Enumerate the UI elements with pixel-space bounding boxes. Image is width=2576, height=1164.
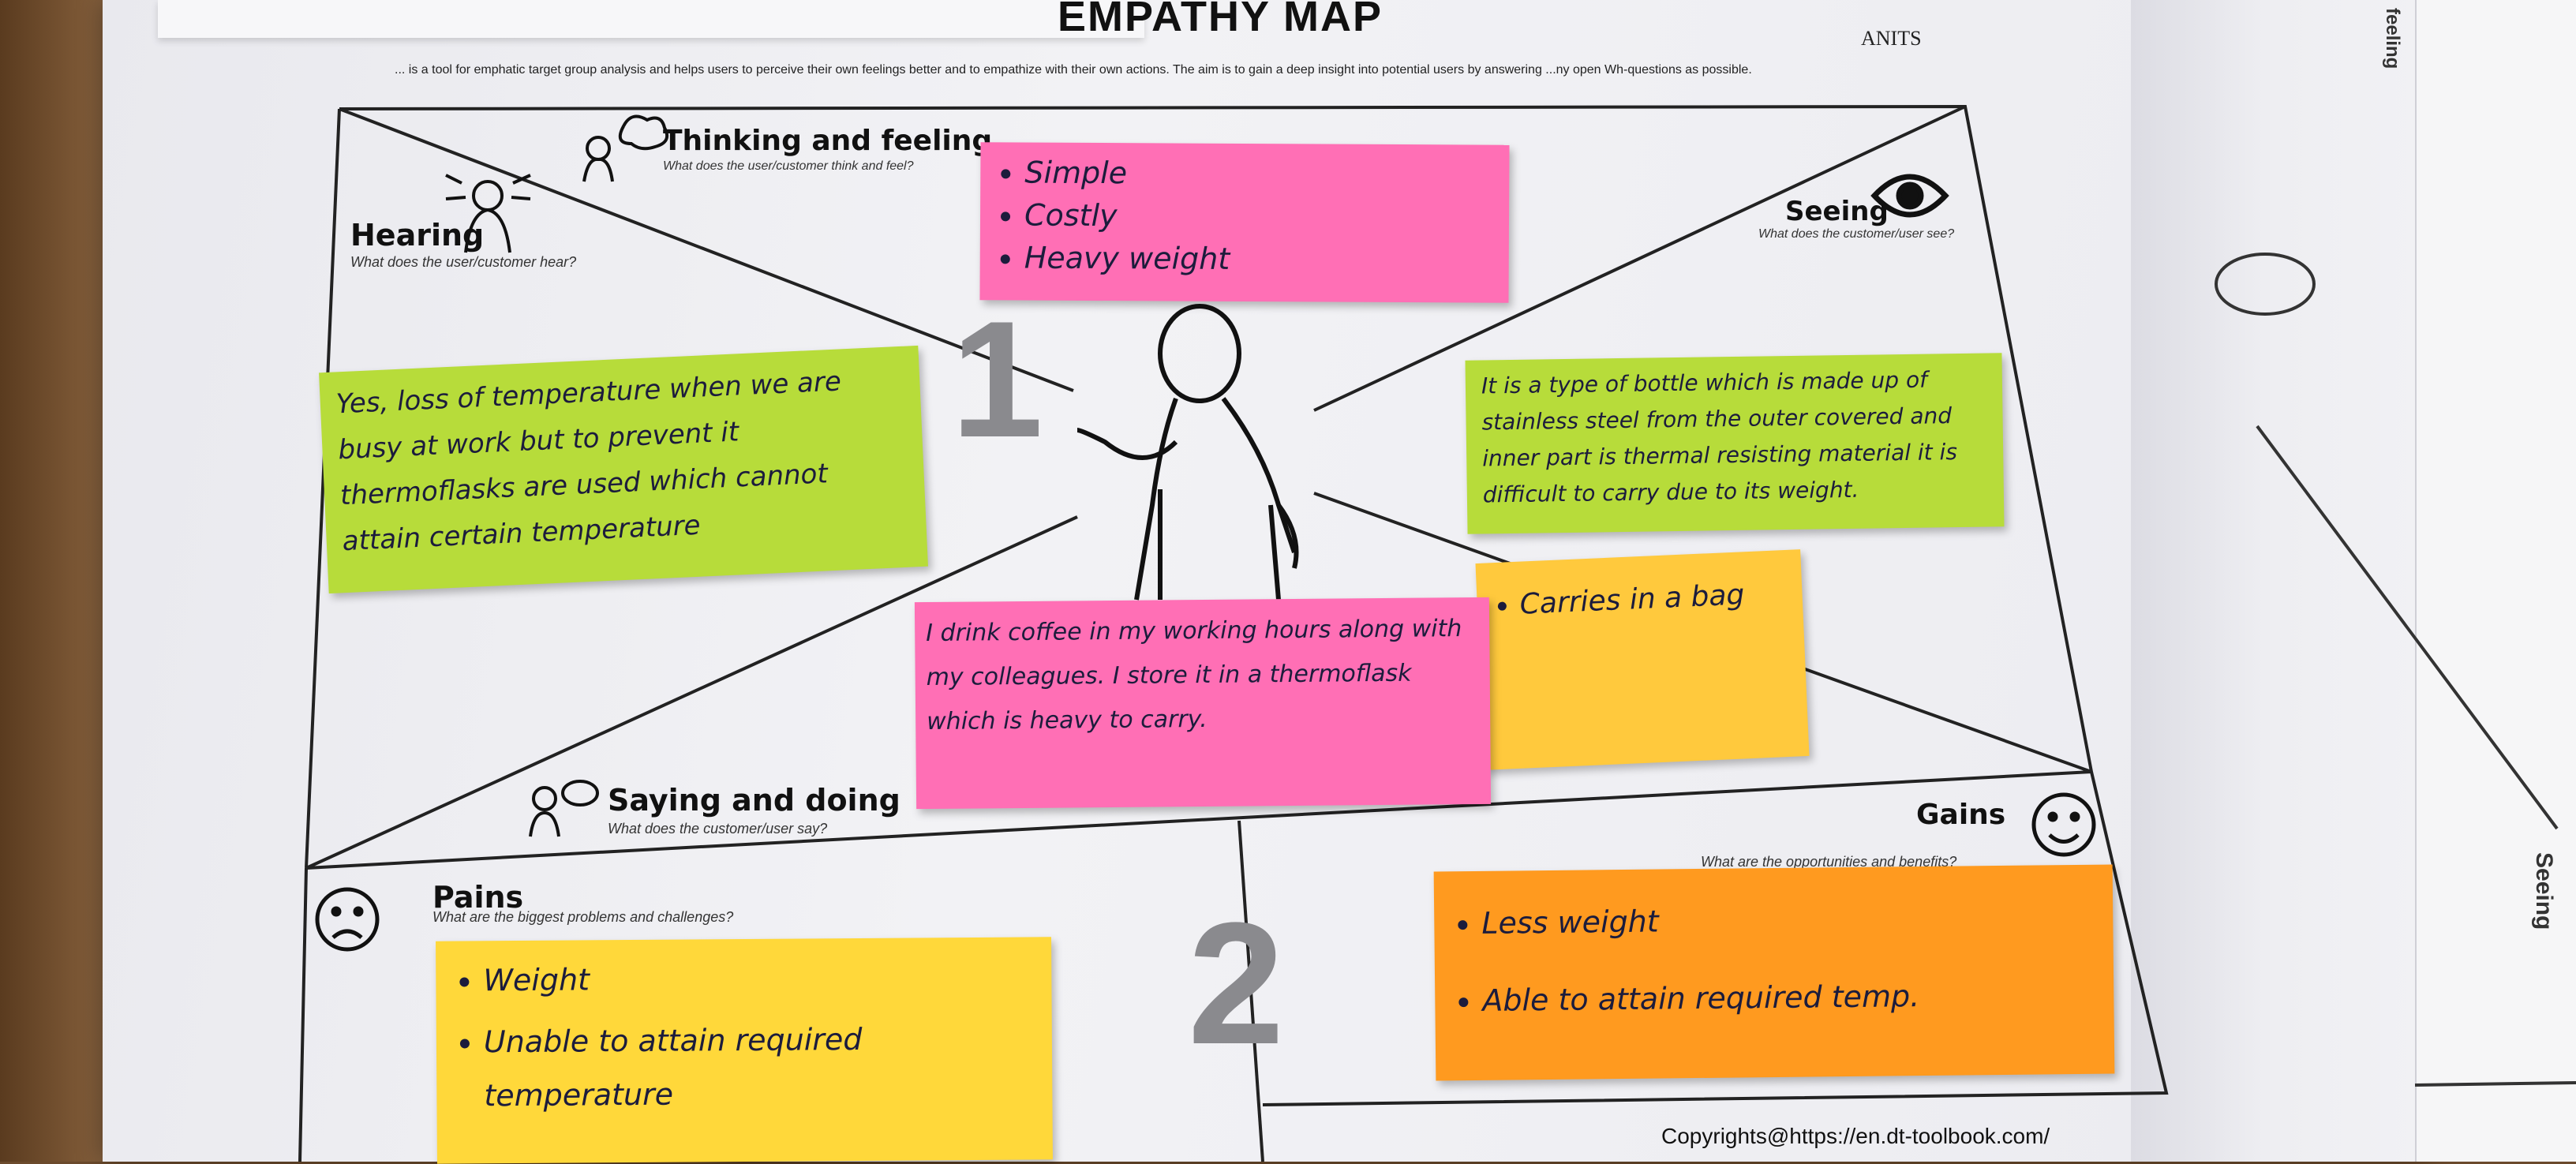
seeing-title: Seeing <box>1785 196 1889 227</box>
anits-logo: ANITS <box>1861 27 1922 50</box>
saying-figure <box>529 780 599 837</box>
doing-item-1: Carries in a bag <box>1518 566 1789 633</box>
gains-title: Gains <box>1916 799 2006 831</box>
sticky-note-seeing: It is a type of bottle which is made up … <box>1465 353 2005 534</box>
seeing-figure <box>1870 174 1949 218</box>
third-sheet <box>2415 0 2576 1162</box>
pains-title: Pains <box>432 880 524 915</box>
gains-item-2: Able to attain required temp. <box>1482 960 2095 1035</box>
hearing-figure <box>445 174 531 253</box>
number-one: 1 <box>951 286 1043 472</box>
sticky-note-saying: I drink coffee in my working hours along… <box>914 597 1492 810</box>
person-figure <box>1076 304 1299 601</box>
side-feeling-label: feeling <box>2382 8 2403 69</box>
sticky-note-gains: Less weight Able to attain required temp… <box>1433 864 2115 1081</box>
side-seeing-label: Seeing <box>2531 852 2557 930</box>
overlapping-paper <box>158 0 1144 38</box>
pains-question: What are the biggest problems and challe… <box>432 909 734 925</box>
thinking-item-3: Heavy weight <box>1024 241 1493 278</box>
seeing-note-text: It is a type of bottle which is made up … <box>1481 366 1958 508</box>
saying-question: What does the customer/user say? <box>608 821 828 837</box>
seeing-question: What does the customer/user see? <box>1758 227 1955 241</box>
sticky-note-pains: Weight Unable to attain required tempera… <box>436 937 1053 1164</box>
thinking-item-1: Simple <box>1024 155 1493 193</box>
saying-note-text: I drink coffee in my working hours along… <box>926 615 1462 736</box>
intro-text: ... is a tool for emphatic target group … <box>395 63 1752 77</box>
number-two: 2 <box>1188 886 1285 1080</box>
thinking-figure <box>582 114 668 182</box>
sticky-note-hearing: Yes, loss of temperature when we are bus… <box>319 345 928 594</box>
sad-face <box>315 887 380 952</box>
pains-item-1: Weight <box>483 949 1032 1007</box>
gains-item-1: Less weight <box>1481 882 2095 958</box>
saying-title: Saying and doing <box>608 783 900 818</box>
gains-question: What are the opportunities and benefits? <box>1701 854 1957 870</box>
sticky-note-thinking: Simple Costly Heavy weight <box>979 142 1510 303</box>
pains-item-2: Unable to attain required temperature <box>484 1011 1034 1122</box>
footer-copyright: Copyrights@https://en.dt-toolbook.com/ <box>1661 1124 2050 1148</box>
hearing-title: Hearing <box>350 218 485 253</box>
thinking-question: What does the user/customer think and fe… <box>663 159 914 173</box>
page-title: EMPATHY MAP <box>1058 0 1383 40</box>
hearing-question: What does the user/customer hear? <box>350 254 577 270</box>
thinking-title: Thinking and feeling <box>663 125 993 157</box>
thinking-item-2: Costly <box>1024 198 1493 235</box>
happy-face <box>2031 792 2096 857</box>
sticky-note-doing: Carries in a bag <box>1475 549 1810 770</box>
hearing-note-text: Yes, loss of temperature when we are bus… <box>335 365 842 558</box>
